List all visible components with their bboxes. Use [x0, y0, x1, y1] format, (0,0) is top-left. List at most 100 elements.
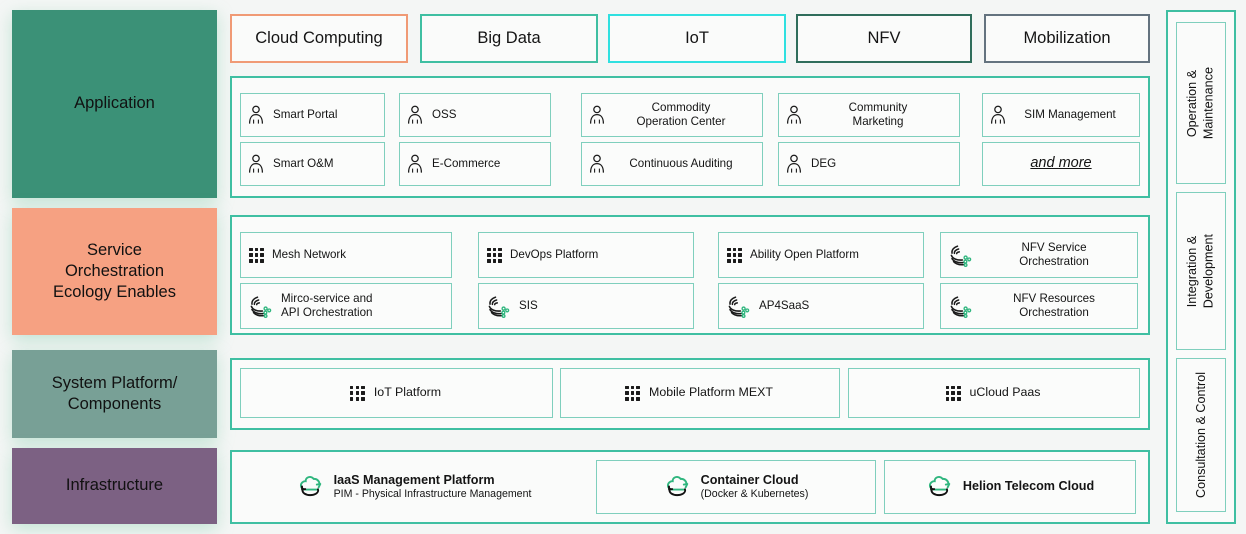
dot-grid-icon [349, 385, 365, 401]
layer-label-text: System Platform/Components [51, 373, 178, 413]
service-item-label: SIS [519, 298, 538, 312]
person-icon [406, 105, 424, 125]
side-panel-label: Integration & Development [1185, 233, 1216, 309]
infrastructure-item-title: IaaS Management Platform [333, 472, 495, 487]
orchestration-icon [949, 244, 973, 267]
application-item-label: and more [1030, 155, 1092, 172]
application-item-label: Continuous Auditing [629, 156, 733, 170]
layer-label-application: Application [12, 10, 217, 198]
application-item[interactable]: and more [982, 142, 1140, 186]
category-nfv[interactable]: NFV [796, 14, 972, 63]
person-icon [785, 154, 803, 174]
category-label: IoT [685, 29, 709, 47]
service-item[interactable]: SIS [478, 283, 694, 329]
service-item-label: Mesh Network [272, 247, 347, 261]
application-item-label: DEG [811, 156, 837, 170]
layer-label-text: Application [74, 94, 155, 113]
dot-grid-icon [625, 385, 641, 401]
category-big-data[interactable]: Big Data [420, 14, 598, 63]
dot-grid-icon [945, 385, 961, 401]
infrastructure-item-text: Container Cloud (Docker & Kubernetes) [692, 473, 809, 501]
side-panel-operation[interactable]: Operation & Maintenance [1176, 22, 1226, 184]
person-icon [406, 154, 424, 174]
category-mobilization[interactable]: Mobilization [984, 14, 1150, 63]
side-panel-label: Consultation & Control [1193, 371, 1208, 498]
application-item[interactable]: Smart Portal [240, 93, 385, 137]
infrastructure-item-text: Helion Telecom Cloud [954, 479, 1094, 494]
infrastructure-item-text: IaaS Management Platform PIM - Physical … [325, 473, 532, 501]
cloud-sync-icon [926, 475, 954, 499]
service-item[interactable]: Ability Open Platform [718, 232, 924, 278]
person-icon [247, 154, 265, 174]
person-icon [989, 105, 1007, 125]
application-item[interactable]: DEG [778, 142, 960, 186]
layer-label-text: Infrastructure [65, 476, 164, 495]
application-item-label: Smart Portal [273, 107, 338, 121]
cloud-sync-icon [297, 475, 325, 499]
application-item[interactable]: Continuous Auditing [581, 142, 763, 186]
platform-item-label: Mobile Platform MEXT [649, 385, 773, 400]
dot-grid-icon [727, 247, 742, 263]
service-item-label: AP4SaaS [759, 298, 810, 312]
category-label: Mobilization [1023, 29, 1111, 47]
application-item-label: SIM Management [1024, 107, 1116, 121]
platform-item[interactable]: IoT Platform [240, 368, 553, 418]
layer-label-infrastructure: Infrastructure [12, 448, 217, 524]
infrastructure-item-subtitle: (Docker & Kubernetes) [700, 488, 809, 501]
platform-item-label: IoT Platform [373, 385, 442, 400]
infrastructure-item-title: Helion Telecom Cloud [962, 479, 1095, 494]
person-icon [785, 105, 803, 125]
side-panel-consultation[interactable]: Consultation & Control [1176, 358, 1226, 512]
application-item[interactable]: E-Commerce [399, 142, 551, 186]
category-label: Big Data [477, 29, 541, 47]
orchestration-icon [727, 295, 751, 318]
orchestration-icon [949, 295, 973, 318]
infrastructure-item[interactable]: Container Cloud (Docker & Kubernetes) [596, 460, 876, 514]
platform-item-label: uCloud Paas [969, 385, 1041, 400]
infrastructure-item[interactable]: IaaS Management Platform PIM - Physical … [240, 460, 588, 514]
side-panel-integration[interactable]: Integration & Development [1176, 192, 1226, 350]
infrastructure-item-title: Container Cloud [700, 472, 799, 487]
person-icon [588, 154, 606, 174]
dot-grid-icon [487, 247, 502, 263]
service-item[interactable]: AP4SaaS [718, 283, 924, 329]
service-item[interactable]: Mesh Network [240, 232, 452, 278]
category-iot[interactable]: IoT [608, 14, 786, 63]
dot-grid-icon [249, 247, 264, 263]
application-item-label: OSS [432, 107, 457, 121]
service-item-label: Ability Open Platform [750, 247, 859, 261]
category-label: NFV [867, 29, 901, 47]
platform-item[interactable]: Mobile Platform MEXT [560, 368, 840, 418]
service-item-label: DevOps Platform [510, 247, 599, 261]
layer-label-system-platform: System Platform/Components [12, 350, 217, 438]
platform-item[interactable]: uCloud Paas [848, 368, 1140, 418]
orchestration-icon [487, 295, 511, 318]
service-item[interactable]: DevOps Platform [478, 232, 694, 278]
person-icon [588, 105, 606, 125]
application-item-label: E-Commerce [432, 156, 501, 170]
application-item[interactable]: Smart O&M [240, 142, 385, 186]
infrastructure-item[interactable]: Helion Telecom Cloud [884, 460, 1136, 514]
person-icon [247, 105, 265, 125]
orchestration-icon [249, 295, 273, 318]
side-panel-label: Operation & Maintenance [1185, 66, 1216, 140]
cloud-sync-icon [664, 475, 692, 499]
category-label: Cloud Computing [255, 29, 383, 47]
application-item[interactable]: OSS [399, 93, 551, 137]
application-item-label: Smart O&M [273, 156, 334, 170]
application-item[interactable]: SIM Management [982, 93, 1140, 137]
category-cloud-computing[interactable]: Cloud Computing [230, 14, 408, 63]
